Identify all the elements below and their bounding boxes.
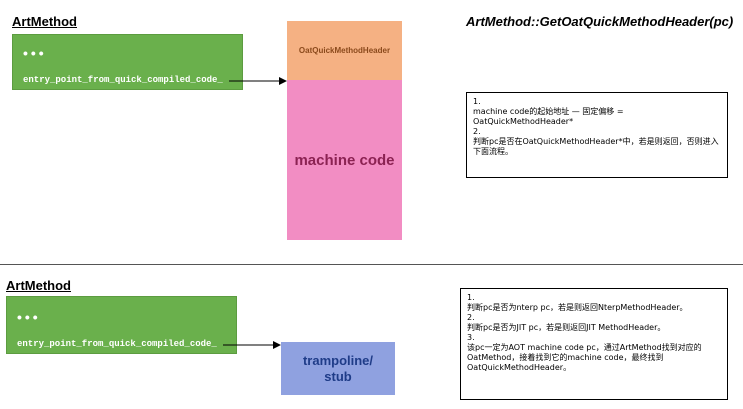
trampoline-stub-block: trampoline/ stub — [281, 342, 395, 395]
machine-code-block: machine code — [287, 80, 402, 240]
bottom-note-line: 判断pc是否为JIT pc，若是则返回JIT MethodHeader。 — [467, 323, 666, 332]
bottom-note-line: 3. — [467, 333, 475, 342]
top-note-line: 1. — [473, 97, 481, 106]
bottom-artmethod-box: ••• entry_point_from_quick_compiled_code… — [6, 296, 237, 354]
bottom-note-line: 1. — [467, 293, 475, 302]
function-title: ArtMethod::GetOatQuickMethodHeader(pc) — [466, 14, 734, 29]
bottom-ellipsis: ••• — [17, 309, 41, 325]
bottom-note-line: 2. — [467, 313, 475, 322]
bottom-note-line: 该pc一定为AOT machine code pc，通过ArtMethod找到对… — [467, 343, 702, 372]
oat-quick-method-header-block: OatQuickMethodHeader — [287, 21, 402, 80]
bottom-entry-point-field: entry_point_from_quick_compiled_code_ — [17, 339, 217, 349]
top-entry-point-field: entry_point_from_quick_compiled_code_ — [23, 75, 223, 85]
section-divider — [0, 264, 743, 265]
top-artmethod-box: ••• entry_point_from_quick_compiled_code… — [12, 34, 243, 90]
bottom-notes-box: 1. 判断pc是否为nterp pc，若是则返回NterpMethodHeade… — [460, 288, 728, 400]
bottom-note-line: 判断pc是否为nterp pc，若是则返回NterpMethodHeader。 — [467, 303, 688, 312]
top-note-line: 2. — [473, 127, 481, 136]
top-note-line: machine code的起始地址 — 固定偏移 = OatQuickMetho… — [473, 107, 627, 126]
top-note-line: 判断pc是否在OatQuickMethodHeader*中，若是则返回，否则进入… — [473, 137, 719, 156]
bottom-artmethod-title: ArtMethod — [6, 278, 71, 293]
top-notes-box: 1. machine code的起始地址 — 固定偏移 = OatQuickMe… — [466, 92, 728, 178]
top-ellipsis: ••• — [23, 45, 47, 61]
top-artmethod-title: ArtMethod — [12, 14, 77, 29]
